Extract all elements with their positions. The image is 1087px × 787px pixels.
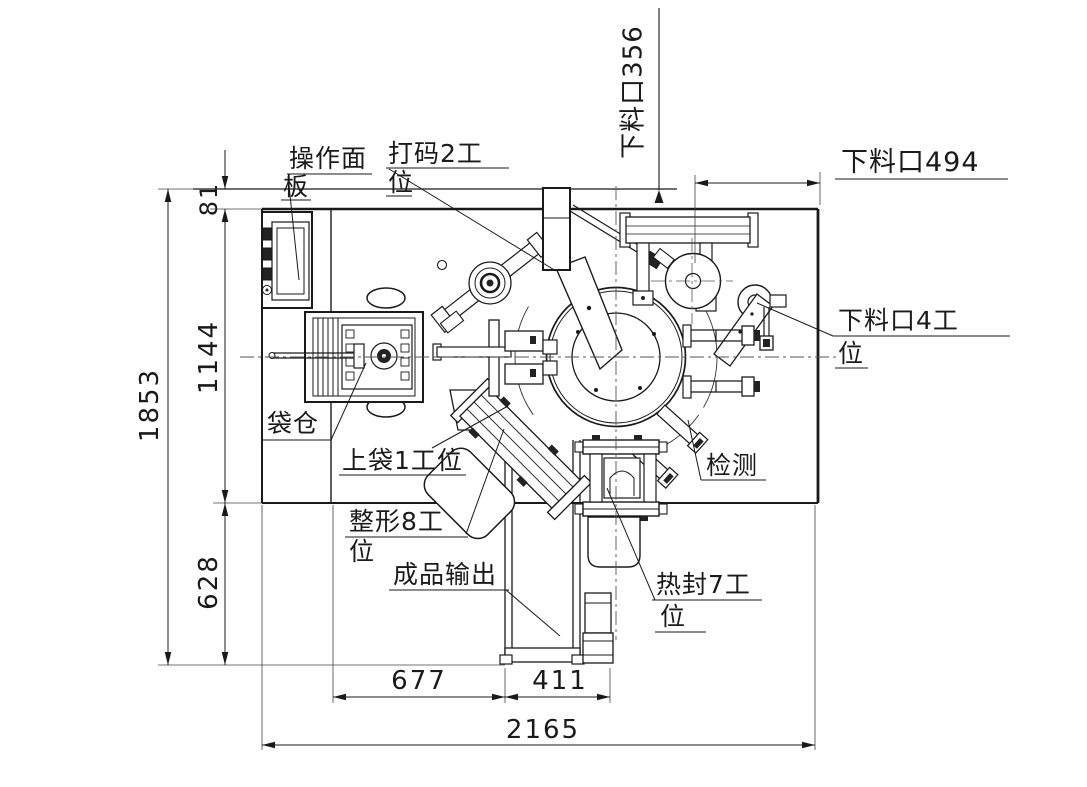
dim-1144: 1144 — [194, 319, 224, 395]
output-conveyor — [499, 440, 585, 665]
heat-seal-station — [574, 435, 668, 664]
label-coding-station-line2: 位 — [388, 168, 415, 197]
discharge-356-line — [654, 8, 664, 203]
right-rod-station — [682, 324, 760, 399]
dim-411: 411 — [532, 666, 588, 696]
bag-magazine — [268, 287, 424, 418]
label-leaders — [263, 167, 1010, 637]
dim-2165: 2165 — [505, 715, 581, 745]
label-discharge-4-line1: 下料口4工 — [838, 306, 959, 335]
label-discharge-4-line2: 位 — [838, 339, 865, 368]
label-heat-seal-line1: 热封7工 — [656, 570, 751, 599]
dim-628: 628 — [194, 554, 224, 610]
label-discharge-494: 下料口494 — [841, 147, 980, 178]
label-coding-station-line1: 打码2工 — [388, 139, 483, 168]
label-product-output: 成品输出 — [393, 560, 498, 589]
dimension-left-chain — [158, 150, 505, 666]
label-bag-magazine: 袋仓 — [267, 409, 320, 438]
upper-left-arm — [430, 231, 552, 334]
dimension-494 — [694, 172, 1008, 263]
dim-1853: 1853 — [135, 367, 165, 443]
label-shaping-line1: 整形8工 — [349, 507, 444, 536]
dim-677: 677 — [391, 666, 447, 696]
label-operation-panel-line1: 操作面 — [289, 144, 368, 173]
label-detection: 检测 — [706, 451, 759, 480]
label-shaping-line2: 位 — [349, 537, 376, 566]
dimension-bottom-chain — [261, 505, 816, 750]
shaping-station — [423, 377, 593, 540]
bag-loading-station — [432, 319, 558, 397]
label-heat-seal-line2: 位 — [660, 602, 687, 631]
dim-81: 81 — [195, 181, 223, 217]
centerlines — [240, 186, 838, 640]
label-operation-panel-line2: 板 — [283, 172, 310, 201]
label-bag-loading: 上袋1工位 — [342, 446, 463, 475]
label-discharge-356: 下料口356 — [618, 25, 649, 159]
control-panel — [261, 211, 313, 309]
coding-station — [542, 187, 759, 312]
